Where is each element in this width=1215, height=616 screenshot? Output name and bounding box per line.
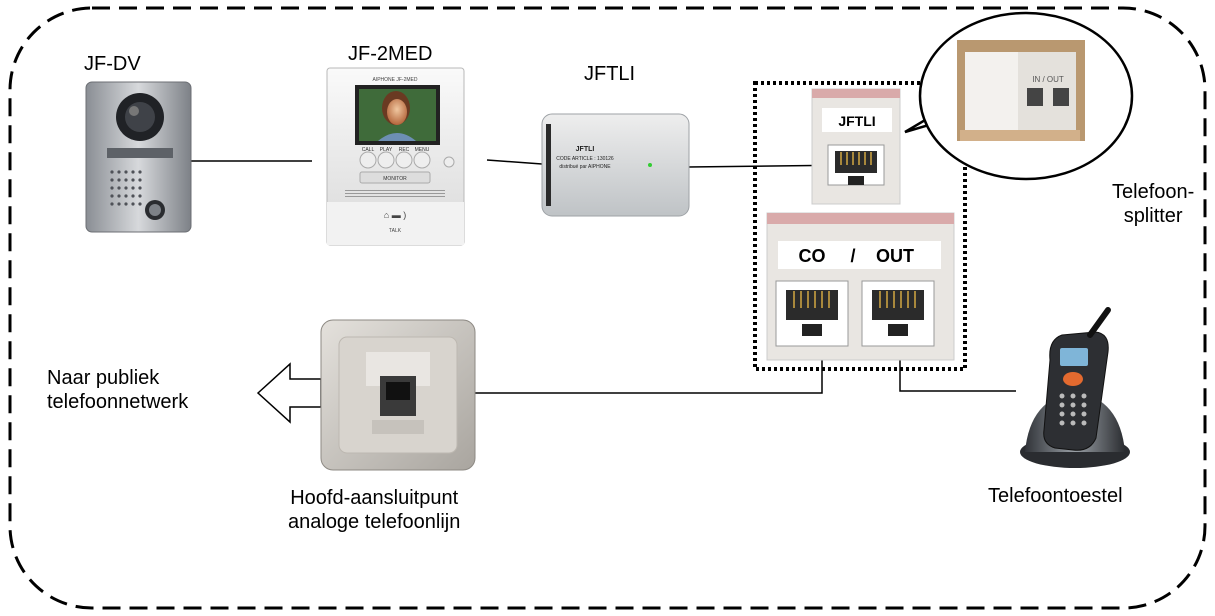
monitor-image: AIPHONE JF-2MED CALL PLAY REC MENU MONIT… <box>326 67 465 246</box>
wallsocket-label-line2: analoge telefoonlijn <box>288 511 461 533</box>
adapter-distrib-text: distribué par AIPHONE <box>559 164 611 170</box>
network-label-line1: Naar publiek <box>47 367 160 389</box>
wallsocket-label: Hoofd-aansluitpunt analoge telefoonlijn <box>288 486 460 534</box>
wire-monitor-adapter <box>486 159 543 165</box>
monitor-brand-text: AIPHONE JF-2MED <box>372 77 417 83</box>
wall-socket-image <box>320 319 476 471</box>
splitter-label-line1: Telefoon- <box>1112 181 1195 203</box>
splitter-out-text: OUT <box>876 246 914 266</box>
monitor-bar-text: MONITOR <box>383 176 407 182</box>
splitter-label-line2: splitter <box>1123 205 1183 227</box>
splitter-top-jack: JFTLI <box>811 88 901 205</box>
monitor-call-text: CALL <box>362 147 375 153</box>
network-arrow <box>256 362 322 424</box>
splitter-co-text: CO <box>799 246 826 266</box>
wallsocket-label-line1: Hoofd-aansluitpunt <box>290 487 459 509</box>
telephone-image <box>1020 307 1130 468</box>
adapter-name-text: JFTLI <box>576 146 595 153</box>
wire-co-to-socket <box>432 336 823 394</box>
monitor-menu-text: MENU <box>415 147 430 153</box>
monitor-talk-text: TALK <box>389 228 402 234</box>
callout-inout-text: IN / OUT <box>1032 75 1064 84</box>
splitter-top-text: JFTLI <box>838 113 875 129</box>
monitor-rec-text: REC <box>399 147 410 153</box>
door-station-label: JF-DV <box>84 53 141 75</box>
network-label: Naar publiek telefoonnetwerk <box>47 366 188 414</box>
network-label-line2: telefoonnetwerk <box>47 391 189 413</box>
adapter-image: JFTLI CODE ARTICLE : 130126 distribué pa… <box>541 113 690 217</box>
system-boundary <box>8 6 1207 610</box>
monitor-label: JF-2MED <box>348 43 433 65</box>
splitter-slash-text: / <box>850 246 855 266</box>
adapter-code-text: CODE ARTICLE : 130126 <box>556 156 614 162</box>
talk-icon: ⌂ ▬ ) <box>384 210 406 220</box>
door-station-image <box>85 81 192 233</box>
phone-label: Telefoontoestel <box>988 485 1123 507</box>
splitter-dotted-box <box>753 81 967 371</box>
adapter-label: JFTLI <box>584 63 636 85</box>
splitter-bottom-jacks: CO / OUT <box>766 212 955 361</box>
monitor-play-text: PLAY <box>380 147 393 153</box>
splitter-callout: IN / OUT <box>904 11 1134 181</box>
splitter-label: Telefoon- splitter <box>1112 180 1194 228</box>
